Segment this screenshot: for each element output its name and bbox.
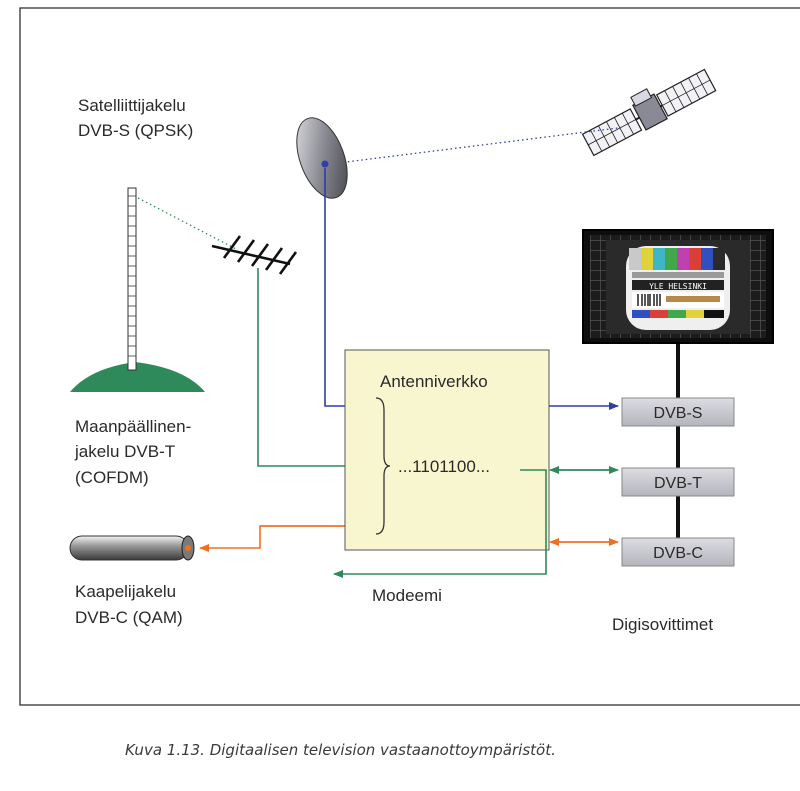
satellite-icon [581, 68, 717, 157]
cable-label-line2: DVB-C (QAM) [75, 608, 183, 627]
modem-label: Modeemi [372, 586, 442, 605]
tv-screen-text: YLE HELSINKI [649, 282, 707, 291]
receiver-dvb-c: DVB-C [621, 537, 735, 567]
figure-frame [19, 7, 800, 706]
cable-label-line1: Kaapelijakelu [75, 582, 176, 601]
satellite-dish-icon [296, 117, 348, 199]
tv-icon: YLE HELSINKI [582, 229, 774, 344]
antenna-network-box [344, 349, 550, 551]
terrestrial-label-line2: jakelu DVB-T [74, 442, 175, 461]
transmitter-tower-icon [70, 187, 205, 392]
yagi-antenna-icon [211, 235, 298, 275]
satellite-label-line2: DVB-S (QPSK) [78, 121, 193, 140]
terrestrial-signal-line [257, 268, 371, 470]
antenna-network-label: Antenniverkko [380, 372, 488, 391]
figure-caption: Kuva 1.13. Digitaalisen television vasta… [125, 741, 556, 759]
cable-signal-line-back [199, 525, 362, 552]
receiver-dvb-c-label: DVB-C [653, 545, 703, 562]
receivers-label: Digisovittimet [612, 615, 713, 634]
modem-line [333, 469, 547, 578]
coaxial-cable-icon [69, 535, 195, 561]
satellite-label-line1: Satelliittijakelu [78, 96, 186, 115]
receiver-dvb-t-label: DVB-T [654, 475, 702, 492]
receiver-dvb-s: DVB-S [621, 397, 735, 427]
terrestrial-link [137, 197, 239, 251]
bitstream-label: ...1101100... [398, 457, 490, 476]
receiver-dvb-s-label: DVB-S [654, 405, 703, 422]
satellite-link [329, 127, 619, 165]
terrestrial-label-line1: Maanpäällinen- [75, 417, 191, 436]
receiver-dvb-t: DVB-T [621, 467, 735, 497]
brace [375, 397, 391, 535]
terrestrial-label-line3: (COFDM) [75, 468, 149, 487]
